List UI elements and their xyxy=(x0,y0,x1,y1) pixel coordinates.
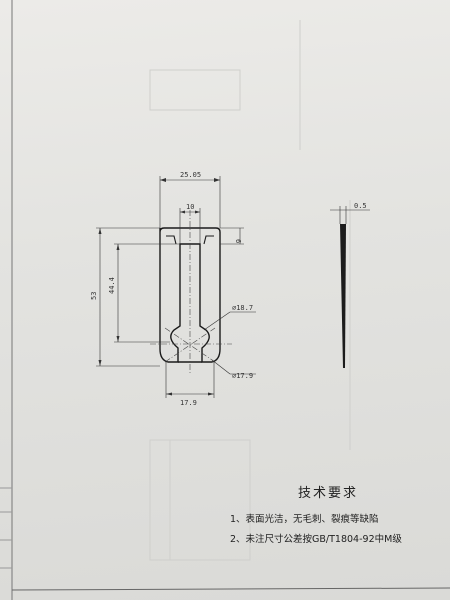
dim-bottom-width: 17.9 xyxy=(180,399,197,407)
dim-circle-diameter: ⌀18.7 xyxy=(232,304,253,312)
requirement-item-2: 2、未注尺寸公差按GB/T1804-92中M级 xyxy=(230,534,402,545)
dim-slot-width: 10 xyxy=(186,203,194,211)
center-lines xyxy=(150,210,232,375)
dimension-arrows xyxy=(98,178,220,396)
dim-lip-height: 6 xyxy=(234,239,242,243)
dim-total-height: 53 xyxy=(90,292,98,300)
dimension-lines xyxy=(96,176,256,398)
dim-outer-circle-diameter: ⌀17.9 xyxy=(232,372,253,380)
bleed-through-marks xyxy=(149,20,351,561)
requirements-title: 技术要求 xyxy=(298,486,359,501)
side-view xyxy=(330,206,370,368)
requirement-item-1: 1、表面光洁，无毛刺、裂痕等缺陷 xyxy=(230,514,379,525)
technical-requirements: 技术要求 1、表面光洁，无毛刺、裂痕等缺陷 2、未注尺寸公差按GB/T1804-… xyxy=(230,482,445,545)
dim-top-width: 25.05 xyxy=(180,171,201,179)
dim-inner-height: 44.4 xyxy=(108,277,116,294)
dim-thickness: 0.5 xyxy=(354,202,367,210)
